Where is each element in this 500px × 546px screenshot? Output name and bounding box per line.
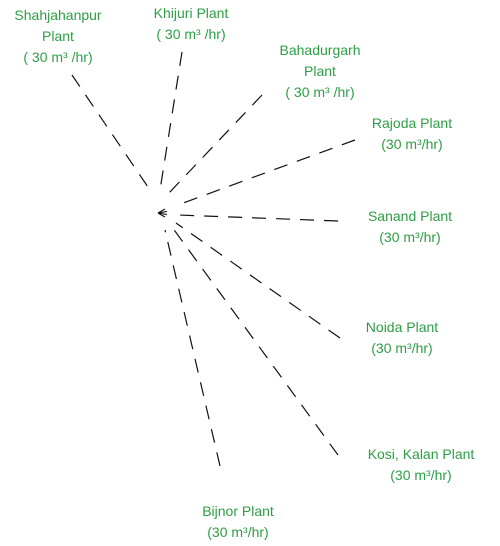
plant-name: Noida Plant (365, 319, 439, 335)
ray-bahadurgarh (167, 94, 263, 195)
plant-name: Shahjahanpur (14, 7, 102, 23)
plant-label-sanand: Sanand Plant (30 m³/hr) (368, 206, 452, 248)
plant-label-khijuri: Khijuri Plant ( 30 m³ /hr) (154, 3, 229, 45)
plant-name: Khijuri Plant (153, 5, 229, 21)
ray-shahjahanpur (71, 74, 151, 191)
plant-capacity: (30 m³/hr) (371, 340, 433, 356)
plant-capacity: ( 30 m³ /hr) (285, 84, 355, 100)
arrowhead-cluster-icon (157, 208, 167, 218)
plant-capacity: (30 m³/hr) (207, 524, 269, 540)
plant-label-noida: Noida Plant (30 m³/hr) (366, 317, 438, 359)
ray-noida (175, 222, 341, 339)
plant-name: Rajoda Plant (371, 115, 453, 131)
plant-capacity: (30 m³/hr) (390, 467, 452, 483)
ray-sanand (177, 214, 339, 222)
ray-bijnor (164, 229, 221, 467)
plant-capacity: (30 m³/hr) (379, 229, 441, 245)
plant-label-bijnor: Bijnor Plant (30 m³/hr) (202, 501, 274, 543)
plant-label-kosi-kalan: Kosi, Kalan Plant (30 m³/hr) (368, 444, 475, 486)
ray-khijuri (159, 51, 183, 191)
ray-rajoda (174, 139, 356, 207)
plant-name: Bahadurgarh (279, 42, 361, 58)
plant-name: Bijnor Plant (202, 503, 274, 519)
ray-kosi-kalan (171, 226, 339, 456)
plant-name: Sanand Plant (367, 208, 453, 224)
plant-capacity: (30 m³/hr) (381, 136, 443, 152)
plant-label-rajoda: Rajoda Plant (30 m³/hr) (372, 113, 452, 155)
plant-name: Plant (42, 28, 74, 44)
plant-capacity: ( 30 m³ /hr) (156, 26, 226, 42)
plant-name: Plant (304, 63, 336, 79)
plant-capacity: ( 30 m³ /hr) (23, 49, 93, 65)
plant-name: Kosi, Kalan Plant (367, 446, 475, 462)
